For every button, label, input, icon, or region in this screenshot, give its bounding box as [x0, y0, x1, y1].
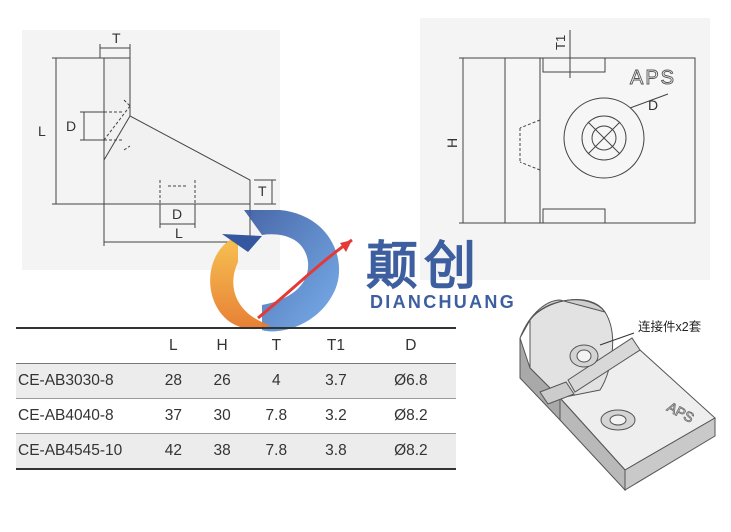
header-d: D [365, 327, 456, 364]
cell-d: Ø6.8 [365, 363, 456, 399]
front-label-t1: T1 [553, 35, 568, 50]
header-l: L [149, 327, 198, 364]
cell-h: 30 [197, 398, 247, 434]
cell-d: Ø8.2 [365, 398, 456, 434]
cell-model: CE-AB4545-10 [16, 433, 149, 470]
table-row: CE-AB3030-8 28 26 4 3.7 Ø6.8 [16, 363, 456, 399]
cell-l: 42 [149, 433, 198, 470]
cell-t1: 3.2 [306, 398, 366, 434]
table-header-row: L H T T1 D [16, 327, 456, 364]
side-label-d: D [66, 118, 76, 134]
side-label-l: L [38, 123, 46, 139]
brand-name-en: DIANCHUANG [370, 292, 516, 312]
cell-l: 28 [149, 363, 198, 399]
cell-l: 37 [149, 398, 198, 434]
header-model [16, 327, 149, 364]
front-engraving: APS [630, 67, 676, 89]
cell-t1: 3.8 [306, 433, 366, 470]
spec-table: L H T T1 D CE-AB3030-8 28 26 4 3.7 Ø6.8 … [16, 327, 456, 470]
cell-model: CE-AB4040-8 [16, 398, 149, 434]
cell-h: 38 [197, 433, 247, 470]
side-label-d-bottom: D [172, 206, 182, 222]
connector-callout: 连接件x2套 [638, 320, 702, 334]
cell-t: 4 [246, 363, 307, 399]
cell-h: 26 [197, 363, 247, 399]
table-row: CE-AB4545-10 42 38 7.8 3.8 Ø8.2 [16, 433, 456, 470]
front-label-d: D [648, 97, 658, 113]
cell-d: Ø8.2 [365, 433, 456, 470]
side-label-t-right: T [258, 183, 267, 199]
side-label-t: T [112, 30, 121, 46]
cell-t1: 3.7 [306, 363, 366, 399]
cell-t: 7.8 [246, 433, 307, 470]
header-t: T [246, 327, 307, 364]
side-label-l-bottom: L [175, 225, 183, 241]
front-label-h: H [444, 138, 460, 148]
table-row: CE-AB4040-8 37 30 7.8 3.2 Ø8.2 [16, 398, 456, 434]
cell-t: 7.8 [246, 398, 307, 434]
header-h: H [197, 327, 247, 364]
brand-name-cn: 颠创 [366, 238, 483, 296]
cell-model: CE-AB3030-8 [16, 363, 149, 399]
header-t1: T1 [306, 327, 366, 364]
